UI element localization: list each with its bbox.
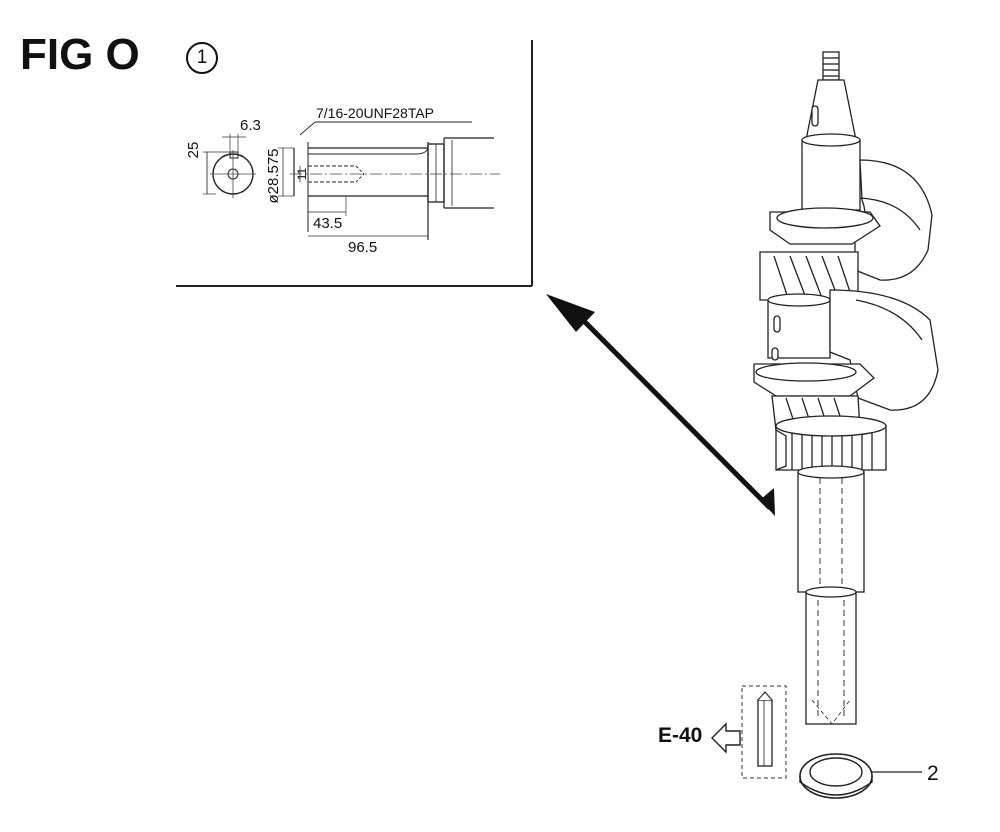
dim-long-length: 96.5 (348, 239, 377, 256)
shaft-end-view (203, 134, 256, 198)
dim-short-length: 43.5 (313, 215, 342, 232)
shaft-side-view (278, 121, 500, 240)
crankshaft (753, 51, 939, 725)
callout-number-badge: 1 (186, 42, 218, 74)
woodruff-key (741, 685, 787, 779)
dim-keyway-height: 25 (185, 142, 202, 159)
reference-arrow-icon (711, 722, 741, 754)
figure-title: FIG O (20, 30, 140, 79)
thrust-washer (799, 753, 922, 799)
dim-tap-size: 11 (295, 167, 309, 180)
washer-part-number: 2 (927, 762, 939, 785)
key-reference-label: E-40 (658, 724, 703, 747)
dim-shaft-diameter: ø28.575 (265, 148, 282, 203)
detail-leader-arrow (546, 294, 775, 516)
tap-spec-label: 7/16-20UNF28TAP (316, 105, 434, 121)
dim-keyway-width: 6.3 (240, 117, 261, 134)
detail-inset: 25 6.3 (176, 40, 533, 287)
